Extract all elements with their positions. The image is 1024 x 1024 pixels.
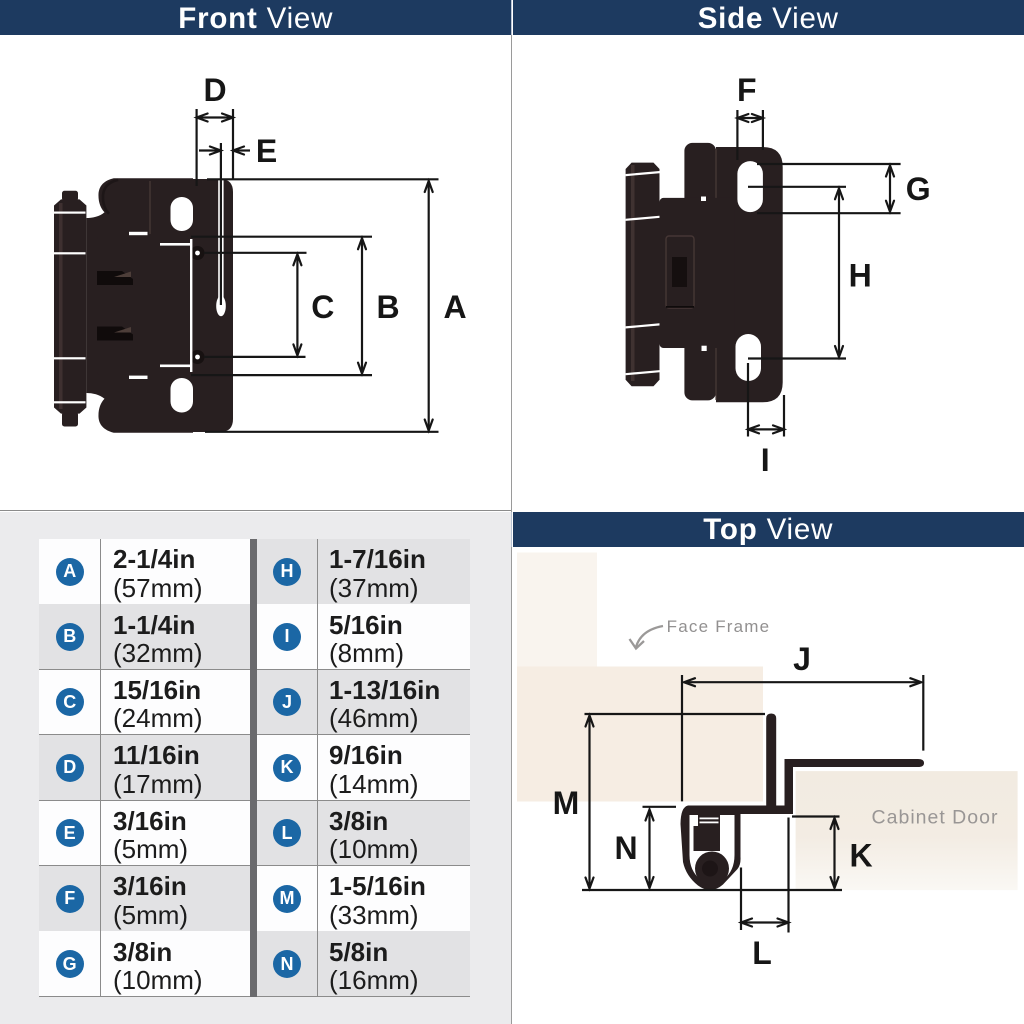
svg-text:K: K: [849, 837, 872, 873]
svg-text:G: G: [906, 171, 931, 207]
svg-text:F: F: [737, 72, 757, 108]
svg-text:C: C: [311, 289, 334, 325]
svg-text:Cabinet Door: Cabinet Door: [872, 806, 999, 828]
svg-text:J: J: [793, 641, 811, 677]
svg-text:I: I: [761, 442, 770, 478]
svg-text:Face Frame: Face Frame: [667, 617, 771, 636]
svg-text:L: L: [752, 935, 772, 971]
svg-text:N: N: [614, 830, 637, 866]
svg-text:A: A: [443, 289, 466, 325]
svg-text:B: B: [376, 289, 399, 325]
svg-text:E: E: [256, 133, 277, 169]
svg-text:D: D: [203, 72, 226, 108]
svg-text:M: M: [553, 785, 580, 821]
svg-text:H: H: [849, 258, 872, 294]
